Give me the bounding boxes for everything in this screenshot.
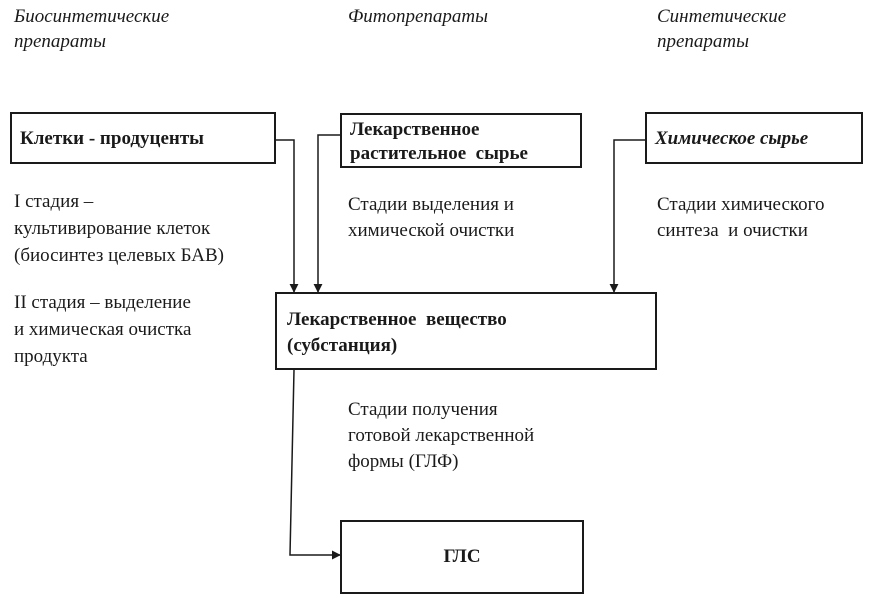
arrow-chem-to-substance: [609, 139, 645, 293]
note-isolation-line2: химической очистки: [348, 220, 515, 241]
arrow-plant-to-substance: [313, 134, 340, 293]
note-stage-1-line2: культивирование клеток: [14, 218, 211, 239]
note-synthesis-line1: Стадии химического: [657, 194, 825, 215]
arrow-substance-to-gls: [289, 369, 341, 560]
box-cell-producers-label: Клетки - продуценты: [20, 128, 204, 149]
category-synthetic-line1: Синтетические: [657, 6, 787, 27]
category-synthetic-line2: препараты: [657, 31, 750, 52]
note-synthesis-line2: синтеза и очистки: [657, 220, 808, 241]
box-medicinal-substance-line1: Лекарственное вещество: [287, 309, 507, 330]
box-medicinal-substance-line2: (субстанция): [287, 335, 398, 356]
box-cell-producers: Клетки - продуценты: [10, 112, 276, 164]
note-dosage-form-line2: готовой лекарственной: [348, 425, 535, 446]
note-stage-2-line3: продукта: [14, 346, 88, 367]
category-biosynthetic-line2: препараты: [14, 31, 107, 52]
box-plant-raw-material: Лекарственное растительное сырье: [340, 113, 582, 168]
arrow-cells-to-substance: [276, 139, 299, 293]
box-medicinal-substance: Лекарственное вещество (субстанция): [275, 292, 657, 370]
note-dosage-form-line3: формы (ГЛФ): [348, 451, 459, 472]
category-biosynthetic-line1: Биосинтетические: [14, 6, 170, 27]
box-gls: ГЛС: [340, 520, 584, 594]
box-plant-raw-material-line2: растительное сырье: [350, 143, 528, 164]
note-stage-1-line3: (биосинтез целевых БАВ): [14, 245, 225, 266]
note-isolation-line1: Стадии выделения и: [348, 194, 514, 215]
category-phyto: Фитопрепараты: [348, 6, 489, 27]
note-stage-1-line1: I стадия –: [14, 191, 94, 212]
note-stage-2-line1: II стадия – выделение: [14, 292, 191, 313]
box-chemical-raw-material: Химическое сырье: [645, 112, 863, 164]
box-gls-label: ГЛС: [443, 546, 481, 567]
box-plant-raw-material-line1: Лекарственное: [350, 119, 480, 140]
note-stage-2-line2: и химическая очистка: [14, 319, 192, 340]
box-chemical-raw-material-label: Химическое сырье: [655, 128, 809, 149]
note-dosage-form-line1: Стадии получения: [348, 399, 498, 420]
